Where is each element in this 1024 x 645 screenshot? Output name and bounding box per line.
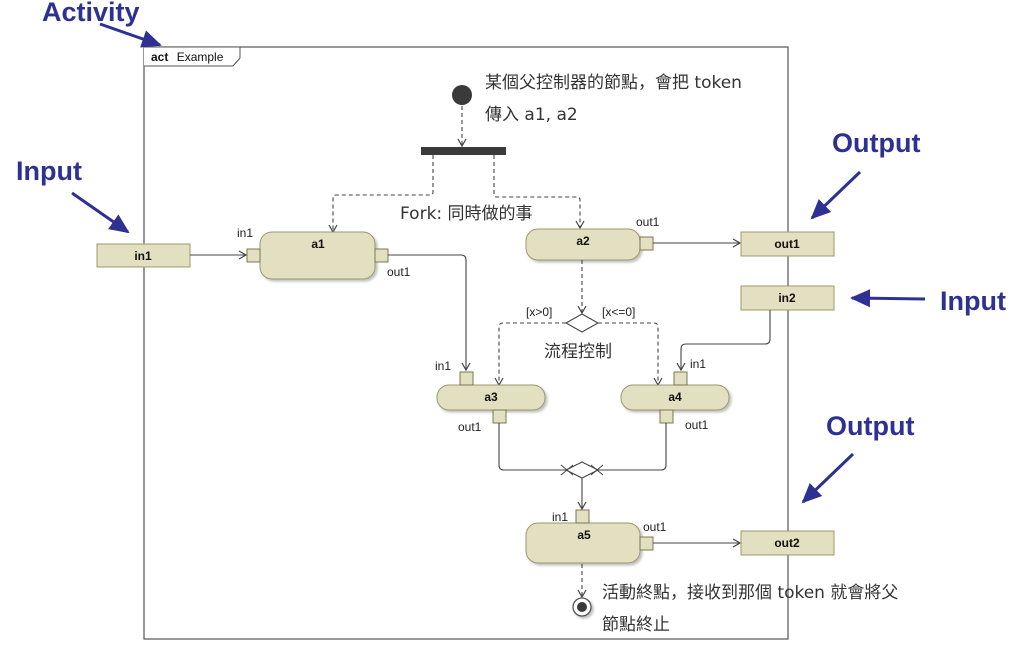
action-a3[interactable]: a3 in1 out1 xyxy=(435,359,546,434)
pin-a5-out1-label: out1 xyxy=(643,520,667,534)
activity-final-node-icon[interactable] xyxy=(572,597,592,617)
callout-activity: Activity xyxy=(42,0,162,48)
pin-a1-in1-label: in1 xyxy=(237,226,253,240)
action-a2-label: a2 xyxy=(576,234,590,248)
decision-node[interactable] xyxy=(564,313,600,333)
note-initial-line1: 某個父控制器的節點，會把 token xyxy=(485,73,742,93)
action-a5-label: a5 xyxy=(577,528,591,542)
callout-arrow-icon xyxy=(99,22,162,48)
edge-decision-a3 xyxy=(494,322,566,387)
note-fork: Fork: 同時做的事 xyxy=(400,204,533,224)
edge-in2-a4 xyxy=(676,310,771,372)
callout-input-right-label: Input xyxy=(940,286,1006,316)
pin-a3-out1-label: out1 xyxy=(458,420,482,434)
pin-a5-in1-label: in1 xyxy=(552,510,568,524)
callout-arrow-icon xyxy=(810,170,862,220)
pin-a1-in1[interactable] xyxy=(246,248,261,263)
frame-keyword: act xyxy=(151,50,168,64)
pin-a5-out1[interactable] xyxy=(639,536,654,551)
parameter-out1-label: out1 xyxy=(774,237,800,251)
callout-output-top: Output xyxy=(810,128,920,220)
pin-a4-in1-label: in1 xyxy=(690,357,706,371)
callout-input-left-label: Input xyxy=(16,156,82,186)
callout-arrow-icon xyxy=(850,289,926,308)
pin-a1-out1[interactable] xyxy=(374,248,389,263)
action-a2[interactable]: a2 out1 xyxy=(525,215,660,261)
callout-input-right: Input xyxy=(850,286,1006,316)
action-a4-label: a4 xyxy=(668,390,682,404)
pin-a4-in1[interactable] xyxy=(673,371,688,386)
initial-node-icon[interactable] xyxy=(452,85,472,105)
frame-name: Example xyxy=(177,50,224,64)
guard-right: [x<=0] xyxy=(602,305,635,319)
edge-fork-a1 xyxy=(328,155,434,234)
edge-a3-merge xyxy=(498,423,568,471)
callout-arrow-icon xyxy=(71,191,130,234)
edge-fork-a2 xyxy=(493,155,585,230)
parameter-out2-label: out2 xyxy=(774,536,800,550)
callout-input-left: Input xyxy=(16,156,130,234)
action-a5[interactable]: a5 in1 out1 xyxy=(525,509,667,564)
edge-a1-a3 xyxy=(388,254,471,372)
pin-a3-in1[interactable] xyxy=(459,371,474,386)
pin-a1-out1-label: out1 xyxy=(387,265,411,279)
parameter-in2[interactable]: in2 xyxy=(740,285,835,311)
parameter-in2-label: in2 xyxy=(778,291,796,305)
action-a4[interactable]: a4 in1 out1 xyxy=(620,357,730,432)
guard-left: [x>0] xyxy=(526,305,552,319)
pin-a2-out1-label: out1 xyxy=(636,215,660,229)
callout-output-bottom: Output xyxy=(801,411,914,504)
note-final-line1: 活動終點，接收到那個 token 就會將父 xyxy=(602,583,898,603)
action-a1[interactable]: a1 in1 out1 xyxy=(237,226,411,280)
note-initial-line2: 傳入 a1, a2 xyxy=(485,105,578,125)
action-a3-label: a3 xyxy=(484,390,498,404)
activity-frame: act Example xyxy=(143,46,789,640)
edge-decision-a4 xyxy=(598,322,663,387)
callout-activity-label: Activity xyxy=(42,0,140,27)
pin-a4-out1[interactable] xyxy=(659,409,674,424)
pin-a3-in1-label: in1 xyxy=(435,359,451,373)
callout-output-top-label: Output xyxy=(832,128,920,158)
action-a1-label: a1 xyxy=(311,237,325,251)
parameter-out1[interactable]: out1 xyxy=(740,231,835,257)
parameter-in1[interactable]: in1 xyxy=(96,243,191,268)
pin-a5-in1[interactable] xyxy=(575,509,590,524)
callout-output-bottom-label: Output xyxy=(826,411,914,441)
fork-bar[interactable] xyxy=(421,147,506,155)
pin-a4-out1-label: out1 xyxy=(685,418,709,432)
pin-a2-out1[interactable] xyxy=(639,236,654,251)
merge-node[interactable] xyxy=(560,461,604,479)
note-final-line2: 節點終止 xyxy=(602,615,670,635)
note-decision: 流程控制 xyxy=(544,342,612,362)
edge-a4-merge xyxy=(596,423,667,471)
pin-a3-out1[interactable] xyxy=(492,409,507,424)
parameter-out2[interactable]: out2 xyxy=(740,530,835,556)
frame-title: act Example xyxy=(151,50,224,64)
parameter-in1-label: in1 xyxy=(134,249,152,263)
callout-arrow-icon xyxy=(801,452,855,504)
